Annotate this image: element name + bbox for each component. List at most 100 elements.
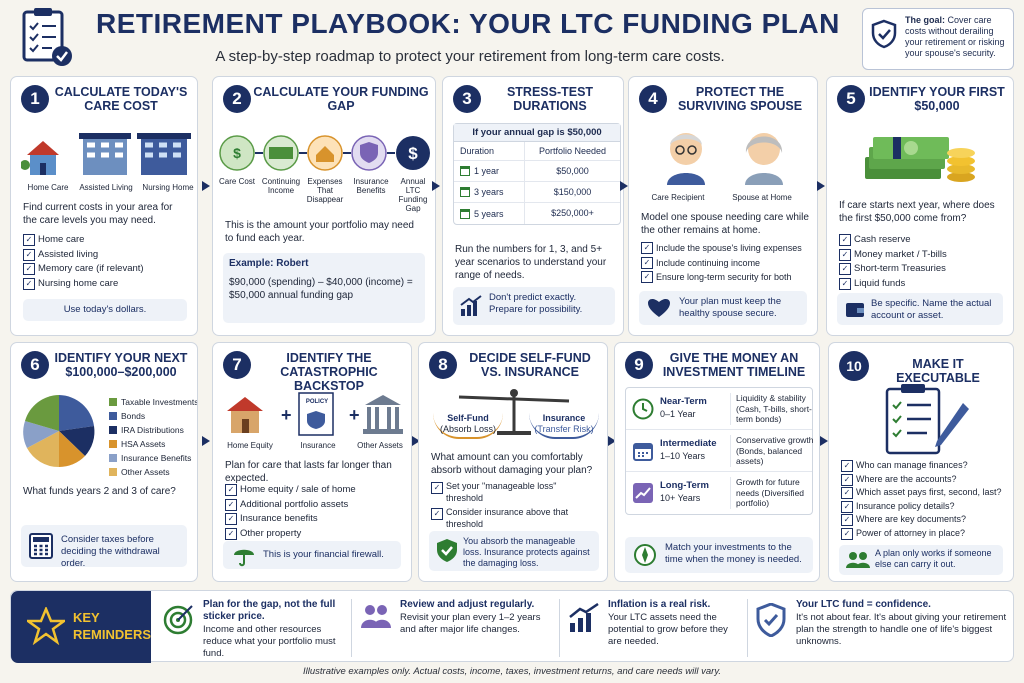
step-note: Don't predict exactly. Prepare for possi…	[453, 287, 615, 325]
check-item: Power of attorney in place?	[841, 527, 1002, 541]
icon-label: Care Recipient	[651, 193, 705, 202]
check-item: Liquid funds	[839, 277, 947, 292]
step-text: Model one spouse needing care while the …	[641, 212, 809, 236]
reminders-label-2: REMINDERS	[73, 627, 152, 642]
note-text: This is your financial firewall.	[263, 549, 384, 560]
step-title: CALCULATE TODAY'S CARE COST	[54, 85, 188, 113]
legend-item: Taxable Investments	[109, 395, 197, 409]
disclaimer-footer: Illustrative examples only. Actual costs…	[303, 666, 721, 677]
arrow-right-icon	[608, 436, 616, 446]
note-text: You absorb the manageable loss. Insuranc…	[463, 536, 590, 568]
checklist: Cash reserve Money market / T-bills Shor…	[839, 233, 947, 291]
growth-chart-icon	[460, 295, 482, 316]
arrow-right-icon	[412, 436, 420, 446]
step-number: 6	[21, 351, 49, 379]
check-item: Nursing home care	[23, 277, 144, 292]
timeline-row: Near-Term 0–1 Year Liquidity & stability…	[626, 388, 812, 430]
clipboard-checklist-icon	[20, 6, 74, 68]
step-5-card: 5 IDENTIFY YOUR FIRST $50,000 If care st…	[826, 76, 1014, 336]
growth-chart-icon	[633, 483, 653, 503]
icon-label: Continuing Income	[261, 177, 301, 195]
step-7-card: 7 IDENTIFY THE CATASTROPHIC BACKSTOP + +…	[212, 342, 412, 582]
note-text: Your plan must keep the healthy spouse s…	[679, 296, 782, 319]
timeline-row: Long-Term 10+ Years Growth for future ne…	[626, 472, 812, 514]
step-number: 9	[625, 351, 653, 379]
reminder-title: Plan for the gap, not the full sticker p…	[203, 599, 336, 622]
check-item: Cash reserve	[839, 233, 947, 248]
reminder-title: Inflation is a real risk.	[608, 599, 711, 610]
step-note: A plan only works if someone else can ca…	[839, 545, 1003, 575]
amount-cell: $50,000	[524, 161, 620, 181]
legend-item: IRA Distributions	[109, 423, 197, 437]
checklist: Home equity / sale of home Additional po…	[225, 483, 356, 541]
check-item: Insurance benefits	[225, 512, 356, 527]
step-text: What funds years 2 and 3 of care?	[23, 486, 176, 497]
cash-stack-icon	[865, 137, 975, 182]
note-text: A plan only works if someone else can ca…	[875, 548, 992, 569]
step-number: 8	[429, 351, 457, 379]
check-item: Where are key documents?	[841, 513, 1002, 527]
care-buildings-icon	[21, 133, 191, 175]
step-note: Use today's dollars.	[23, 299, 187, 321]
reminder-title: Your LTC fund = confidence.	[796, 599, 931, 610]
step-1-card: 1 CALCULATE TODAY'S CARE COST Home Care …	[10, 76, 198, 336]
icon-label: Care Cost	[219, 177, 256, 186]
col-header: Duration	[460, 146, 495, 156]
people-icon	[361, 605, 391, 628]
arrow-right-icon	[202, 436, 210, 446]
example-box: Example: Robert $90,000 (spending) – $40…	[223, 253, 425, 323]
self-fund-label: Self-Fund (Absorb Loss)	[433, 413, 503, 439]
step-number: 4	[639, 85, 667, 113]
duration-cell: 3 years	[474, 187, 504, 197]
timeline-name: Intermediate	[660, 438, 717, 449]
step-2-card: 2 CALCULATE YOUR FUNDING GAP $ $ Care Co…	[212, 76, 436, 336]
clipboard-pen-icon	[885, 384, 969, 455]
step-4-card: 4 PROTECT THE SURVIVING SPOUSE Care Reci…	[628, 76, 818, 336]
umbrella-icon	[234, 549, 254, 567]
duration-cell: 5 years	[474, 208, 504, 219]
icon-label: Insurance	[300, 441, 336, 450]
icon-label: Annual LTC Funding Gap	[398, 177, 428, 213]
step-note: Be specific. Name the actual account or …	[837, 293, 1003, 325]
check-item: Where are the accounts?	[841, 473, 1002, 487]
step-text: Run the numbers for 1, 3, and 5+ year sc…	[455, 244, 607, 281]
calendar-icon	[460, 187, 470, 197]
page-title: RETIREMENT PLAYBOOK: YOUR LTC FUNDING PL…	[96, 8, 840, 39]
checklist: Set your "manageable loss" threshold Con…	[431, 481, 591, 530]
step-title: CALCULATE YOUR FUNDING GAP	[253, 85, 429, 113]
reminder-item: Plan for the gap, not the full sticker p…	[163, 599, 343, 659]
note-text: Don't predict exactly. Prepare for possi…	[489, 292, 583, 315]
legend-item: Insurance Benefits	[109, 451, 197, 465]
legend-item: Bonds	[109, 409, 197, 423]
calendar-icon	[460, 208, 470, 219]
insurance-label: Insurance (Transfer Risk)	[529, 413, 599, 439]
growth-chart-icon	[569, 603, 599, 632]
legend-item: HSA Assets	[109, 437, 197, 451]
check-item: Memory care (if relevant)	[23, 262, 144, 277]
people-icon	[846, 552, 870, 568]
step-number: 7	[223, 351, 251, 379]
step-6-card: 6 IDENTIFY YOUR NEXT $100,000–$200,000 T…	[10, 342, 198, 582]
svg-text:$: $	[233, 145, 241, 161]
target-icon	[163, 605, 193, 635]
star-icon	[27, 607, 65, 645]
arrow-right-icon	[202, 181, 210, 191]
backstop-assets-icon: + +	[227, 392, 403, 436]
timeline-desc: Conservative growth (Bonds, balanced ass…	[730, 435, 814, 467]
calendar-icon	[460, 166, 470, 176]
balance-scale-icon	[458, 389, 570, 435]
check-item: Assisted living	[23, 248, 144, 263]
step-note: Your plan must keep the healthy spouse s…	[639, 291, 807, 325]
check-item: Set your "manageable loss" threshold	[431, 481, 591, 504]
step-number: 1	[21, 85, 49, 113]
svg-text:$: $	[408, 144, 418, 163]
table-row: 1 year $50,000	[454, 161, 620, 182]
check-item: Include continuing income	[641, 256, 802, 271]
svg-text:+: +	[349, 405, 360, 425]
calculator-icon	[29, 533, 53, 559]
check-item: Insurance policy details?	[841, 500, 1002, 514]
timeline-row: Intermediate 1–10 Years Conservative gro…	[626, 430, 814, 472]
timeline-years: 1–10 Years	[660, 451, 706, 461]
page-subtitle: A step-by-step roadmap to protect your r…	[215, 48, 725, 65]
